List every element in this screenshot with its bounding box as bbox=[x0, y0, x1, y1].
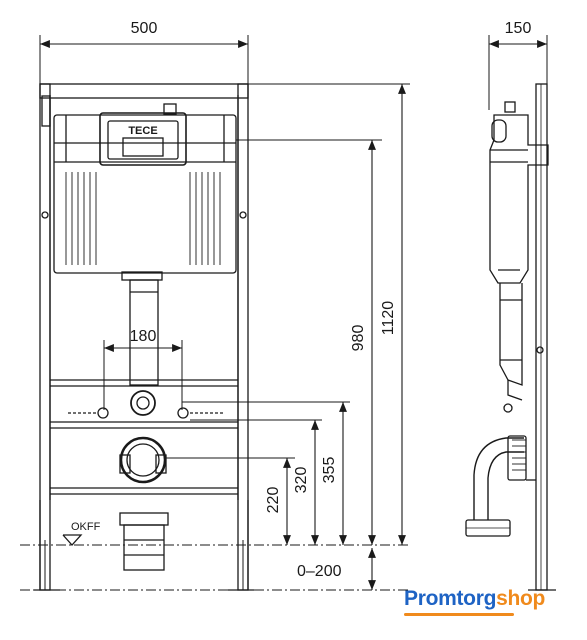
side-view bbox=[465, 35, 556, 591]
logo-underline bbox=[404, 613, 514, 616]
flush-plate bbox=[99, 112, 187, 166]
label-floor-adjust: 0–200 bbox=[297, 563, 342, 580]
floor-level-symbol bbox=[62, 534, 83, 546]
label-220: 220 bbox=[265, 487, 282, 514]
logo-part-1: Promtorg bbox=[404, 587, 497, 610]
label-floor-level: OKFF bbox=[71, 521, 101, 533]
height-dimensions bbox=[20, 83, 410, 591]
promtorgshop-logo: Promtorgshop bbox=[404, 587, 545, 611]
front-view bbox=[34, 35, 254, 591]
label-180: 180 bbox=[130, 328, 157, 345]
label-width: 500 bbox=[131, 20, 158, 37]
label-980: 980 bbox=[350, 325, 367, 352]
label-355: 355 bbox=[321, 457, 338, 484]
label-depth: 150 bbox=[505, 20, 532, 37]
logo-part-2: shop bbox=[496, 587, 546, 610]
cistern bbox=[53, 114, 237, 274]
brand-plate-text: TECE bbox=[128, 125, 157, 137]
label-1120: 1120 bbox=[380, 301, 397, 336]
label-320: 320 bbox=[293, 467, 310, 494]
